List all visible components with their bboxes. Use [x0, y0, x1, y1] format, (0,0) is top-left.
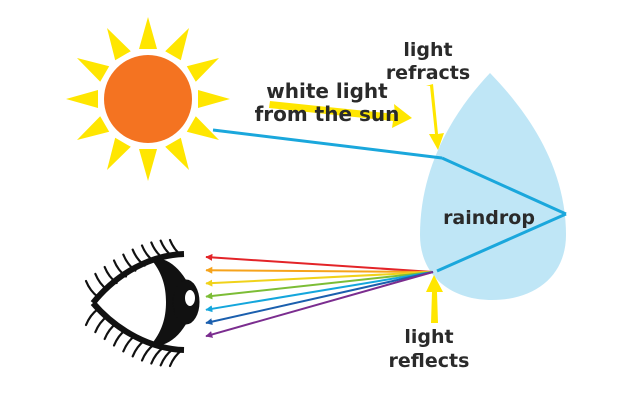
sun-ray — [165, 27, 189, 61]
spectrum-ray — [205, 253, 434, 273]
refracts-arrow — [426, 84, 444, 150]
sun-ray — [165, 137, 189, 171]
sun-ray — [139, 17, 157, 49]
reflects-arrow — [426, 275, 443, 323]
sun-ray — [139, 149, 157, 181]
label-white-light-1: white light — [266, 79, 388, 103]
label-white-light-2: from the sun — [255, 102, 400, 126]
label-raindrop: raindrop — [443, 207, 535, 229]
light-beam — [212, 128, 567, 273]
incoming-beam — [212, 128, 443, 160]
raindrop-shape — [420, 73, 566, 300]
sun-ray — [76, 58, 110, 82]
spectrum-ray — [205, 271, 434, 300]
spectrum-ray — [205, 271, 434, 338]
refracted-beam — [441, 156, 567, 216]
eyelash — [84, 307, 100, 327]
pointer-arrows — [269, 84, 444, 323]
sun-ray — [76, 116, 110, 140]
sun-body — [104, 55, 192, 143]
eye-highlight — [185, 290, 195, 306]
spectrum-ray — [205, 271, 434, 313]
spectrum-ray — [205, 271, 434, 287]
sun-icon — [66, 17, 230, 181]
label-light-reflects-2: reflects — [389, 350, 470, 372]
label-light-refracts-1: light — [403, 39, 452, 61]
spectrum-rays — [205, 253, 434, 338]
sun-ray — [107, 137, 131, 171]
sun-ray — [107, 27, 131, 61]
sun-ray — [186, 58, 220, 82]
reflected-beam — [436, 212, 567, 273]
eye-outline — [90, 251, 185, 353]
sun-rays — [66, 17, 230, 181]
sun-ray — [186, 116, 220, 140]
sun-ray — [66, 90, 98, 108]
eye-icon — [84, 238, 200, 368]
eyelash — [84, 279, 100, 299]
label-light-reflects-1: light — [404, 326, 453, 348]
labels: light refracts white light from the sun … — [255, 39, 535, 372]
label-light-refracts-2: refracts — [386, 62, 470, 84]
sun-ray — [198, 90, 230, 108]
white-light-arrow — [269, 101, 412, 128]
spectrum-ray — [205, 271, 434, 326]
spectrum-ray — [205, 266, 434, 274]
